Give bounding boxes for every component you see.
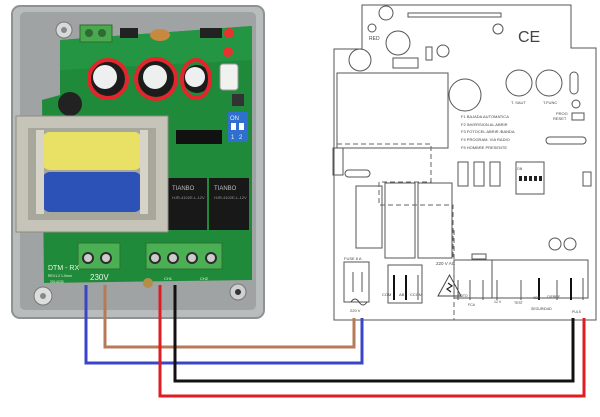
relay-1: TIANBO HJR-4102E-L-12V — [167, 178, 207, 230]
warning-label: 220 V AC — [436, 261, 456, 266]
led-icon — [224, 28, 234, 38]
channel-terminal-block: CH1 CH2 — [145, 242, 223, 281]
svg-text:TIANBO: TIANBO — [172, 186, 195, 192]
highlight-circle — [134, 57, 178, 101]
svg-text:HJR-4102E-L-12V: HJR-4102E-L-12V — [172, 195, 205, 200]
receiver-dip-switch[interactable]: ON 1 2 — [228, 112, 248, 142]
wire-blue — [84, 285, 364, 365]
test-label: TEST — [514, 301, 524, 305]
com-label: COM — [382, 292, 391, 297]
highlight-circle — [87, 58, 129, 100]
transformer — [15, 115, 169, 233]
controller-board-outline — [332, 4, 597, 321]
red-label: RED — [369, 36, 380, 42]
power-terminal-label: 230V — [90, 273, 109, 282]
capacitor-3 — [180, 58, 212, 100]
option-item: F2 INVERSION AL ABRIR — [461, 122, 508, 127]
dip-keys — [519, 176, 542, 181]
wire-black — [173, 285, 575, 383]
board-model-label: DTM - RX — [48, 265, 79, 272]
dip-on-label: ON — [230, 116, 239, 122]
ch2-label: CH2 — [200, 276, 209, 281]
puls-label: PULS — [572, 310, 582, 314]
svg-text:REV1.2 1.0mm: REV1.2 1.0mm — [48, 274, 72, 278]
ic-chip — [176, 130, 222, 144]
fuse-label: FUSE 6 A — [344, 256, 362, 261]
wire-brown — [103, 285, 356, 349]
controller-dip-switch[interactable] — [515, 161, 545, 195]
ch1-label: CH1 — [164, 276, 173, 281]
svg-text:2: 2 — [239, 135, 243, 141]
supply-label: 220 V — [350, 308, 361, 313]
t-func-label: T.FUNC — [543, 100, 557, 105]
ce-mark: CE — [518, 29, 540, 46]
option-item: F1 BAJADA AUTOMATICA — [461, 114, 509, 119]
program-button[interactable] — [219, 63, 239, 91]
ceramic-capacitor — [150, 29, 170, 41]
capacitor-1 — [87, 58, 129, 100]
prog-label: PROG — [556, 111, 568, 116]
ccom-label: CCOM — [410, 292, 422, 297]
high-voltage-warning-icon — [437, 273, 462, 297]
option-item: F4 PROGRAM. VIA RADIO — [461, 137, 510, 142]
option-item: F3 FOTOCEL ABRIR /BANDA — [461, 129, 515, 134]
dashed-section — [337, 143, 455, 320]
rectifier — [58, 92, 82, 116]
power-terminal-block: 230V — [77, 242, 121, 282]
12v-label: 12 V — [494, 300, 502, 304]
reset-label: RESET — [553, 116, 567, 121]
abr-label: ABR — [533, 296, 541, 300]
led-icon — [223, 47, 233, 57]
cierre-label: CIERRE — [547, 295, 561, 299]
svg-text:1: 1 — [231, 135, 235, 141]
foto-label: FOTO — [458, 294, 468, 298]
ac-symbol-icon — [350, 298, 368, 306]
capacitor-2 — [134, 57, 178, 101]
highlight-circle — [180, 58, 212, 100]
dip-on-label: ON — [517, 167, 523, 171]
svg-text:TIANBO: TIANBO — [214, 186, 237, 192]
ab-label: AB — [399, 292, 405, 297]
wire-red — [158, 285, 586, 398]
seguridad-label: SEGURIDAD — [531, 307, 552, 311]
svg-text:HJR-4102E-L-12V: HJR-4102E-L-12V — [214, 195, 247, 200]
antenna-terminal — [79, 24, 113, 43]
screw-icon — [143, 278, 153, 288]
option-item: F5 HOMBRE PRESENTE — [461, 145, 507, 150]
svg-text:2014233: 2014233 — [50, 280, 64, 284]
t-saut-label: T. SAUT — [511, 100, 526, 105]
fca-label: FCA — [468, 303, 476, 307]
relay-2: TIANBO HJR-4102E-L-12V — [209, 178, 249, 230]
